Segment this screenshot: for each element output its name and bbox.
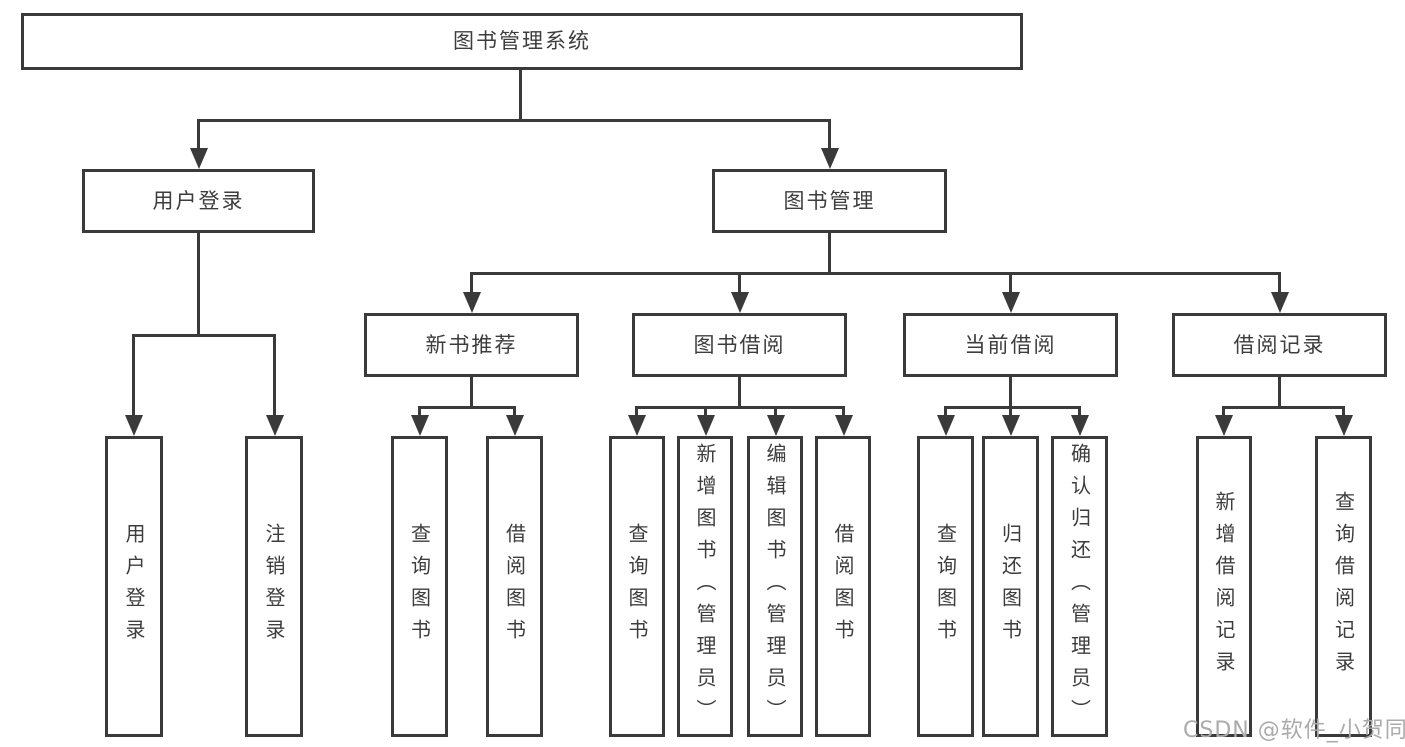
leaf-label: 新增图书（管理员）: [693, 442, 717, 731]
arrow-to-leaf-query-books-b: [410, 406, 429, 436]
arrow-to-leaf-logout: [265, 334, 284, 436]
arrow-to-leaf-confirm-return: [1070, 406, 1089, 436]
leaf-query-books-borrow: 查询图书: [609, 436, 665, 737]
connector-current-borrow-stem: [1009, 377, 1012, 409]
arrow-to-book-borrow: [730, 272, 749, 313]
node-current-borrow: 当前借阅: [903, 313, 1118, 377]
leaf-add-borrow-record: 新增借阅记录: [1196, 436, 1252, 737]
node-label: 用户登录: [152, 188, 245, 213]
node-label: 新书推荐: [425, 332, 518, 357]
connector-book-mgmt-stem: [828, 233, 831, 275]
connector-recommend-distributor: [418, 406, 516, 409]
connector-user-login-distributor: [132, 334, 275, 337]
arrow-to-leaf-add-record: [1214, 406, 1233, 436]
leaf-confirm-return-admin: 确认归还（管理员）: [1051, 436, 1108, 737]
connector-current-borrow-distributor: [944, 406, 1081, 409]
node-book-borrow: 图书借阅: [632, 313, 847, 377]
csdn-watermark: CSDN @软件_小贺同学: [1183, 718, 1405, 743]
connector-book-borrow-distributor: [635, 406, 845, 409]
connector-borrow-records-stem: [1278, 377, 1281, 409]
leaf-borrow-books-recommend: 借阅图书: [486, 436, 543, 737]
arrow-to-book-management: [820, 119, 839, 169]
connector-user-login-stem: [197, 233, 200, 337]
node-label: 图书管理: [783, 188, 876, 213]
arrow-to-leaf-user-login: [124, 334, 143, 436]
node-label: 当前借阅: [964, 332, 1057, 357]
leaf-label: 新增借阅记录: [1212, 490, 1236, 683]
leaf-label: 借阅图书: [502, 522, 527, 651]
arrow-to-leaf-add-books: [696, 406, 715, 436]
arrow-to-leaf-return-books: [1001, 406, 1020, 436]
arrow-to-current-borrow: [1001, 272, 1020, 313]
node-book-management: 图书管理: [712, 169, 947, 233]
leaf-logout: 注销登录: [245, 436, 303, 737]
node-root-library-system: 图书管理系统: [21, 13, 1023, 70]
leaf-label: 查询图书: [625, 522, 649, 651]
arrow-to-leaf-query-books-c: [627, 406, 646, 436]
arrow-to-leaf-query-books-d: [936, 406, 955, 436]
leaf-label: 注销登录: [262, 522, 286, 651]
arrow-to-user-login: [189, 119, 208, 169]
leaf-label: 查询图书: [933, 522, 958, 651]
connector-level3-distributor: [470, 272, 1281, 275]
leaf-label: 确认归还（管理员）: [1067, 442, 1092, 731]
connector-borrow-records-distributor: [1222, 406, 1345, 409]
arrow-to-leaf-query-record: [1334, 406, 1353, 436]
leaf-label: 用户登录: [122, 522, 146, 651]
node-user-login: 用户登录: [82, 169, 315, 233]
leaf-return-books: 归还图书: [982, 436, 1039, 737]
leaf-label: 编辑图书（管理员）: [763, 442, 787, 731]
leaf-edit-books-admin: 编辑图书（管理员）: [747, 436, 803, 737]
leaf-borrow-books: 借阅图书: [815, 436, 871, 737]
arrow-to-leaf-borrow-books-c: [834, 406, 853, 436]
leaf-query-borrow-record: 查询借阅记录: [1315, 436, 1372, 737]
node-label: 图书借阅: [693, 332, 786, 357]
node-label: 图书管理系统: [453, 29, 591, 53]
connector-book-borrow-stem: [738, 377, 741, 409]
arrow-to-new-book-recommend: [462, 272, 481, 313]
leaf-query-books-current: 查询图书: [917, 436, 974, 737]
node-new-book-recommend: 新书推荐: [364, 313, 579, 377]
leaf-label: 查询图书: [407, 522, 432, 651]
connector-root-stem: [519, 69, 522, 122]
arrow-to-leaf-edit-books: [766, 406, 785, 436]
node-borrow-records: 借阅记录: [1172, 313, 1387, 377]
node-label: 借阅记录: [1233, 332, 1326, 357]
connector-recommend-stem: [470, 377, 473, 409]
leaf-query-books-recommend: 查询图书: [391, 436, 448, 737]
arrow-to-borrow-records: [1270, 272, 1289, 313]
connector-level2-distributor: [197, 119, 831, 122]
leaf-label: 借阅图书: [831, 522, 855, 651]
leaf-add-books-admin: 新增图书（管理员）: [677, 436, 733, 737]
leaf-label: 查询借阅记录: [1331, 490, 1356, 683]
leaf-user-login: 用户登录: [105, 436, 163, 737]
arrow-to-leaf-borrow-books-b: [505, 406, 524, 436]
leaf-label: 归还图书: [998, 522, 1023, 651]
